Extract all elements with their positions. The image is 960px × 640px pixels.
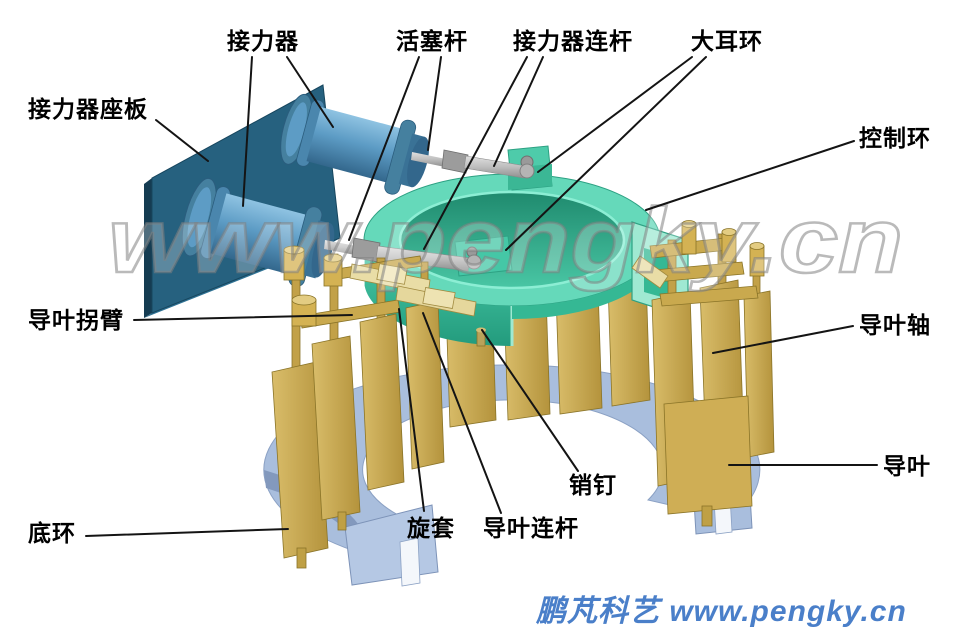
leader-bottom-ring bbox=[85, 528, 289, 537]
leader-seat-plate bbox=[155, 119, 209, 162]
leader-ear-a bbox=[537, 56, 693, 173]
label-guide-vane-link: 导叶连杆 bbox=[483, 515, 579, 541]
crank-arm-cluster-right bbox=[631, 220, 765, 307]
leader-crank-arm bbox=[133, 314, 353, 321]
pin-part bbox=[476, 327, 486, 347]
label-control-ring: 控制环 bbox=[859, 125, 931, 151]
leader-piston-a bbox=[348, 56, 420, 241]
label-piston-rod: 活塞杆 bbox=[396, 28, 468, 54]
label-servomotor-link: 接力器连杆 bbox=[513, 28, 633, 54]
label-pin: 销钉 bbox=[569, 472, 617, 498]
label-guide-vane-crank-arm: 导叶拐臂 bbox=[28, 307, 124, 333]
servomotor-upper bbox=[280, 93, 430, 195]
leader-servomotor-b bbox=[286, 56, 334, 128]
leader-ear-b bbox=[505, 56, 707, 251]
label-bottom-ring: 底环 bbox=[28, 520, 76, 546]
leader-piston-b bbox=[427, 56, 442, 151]
label-rotating-sleeve: 旋套 bbox=[407, 515, 455, 541]
piston-rod-lower bbox=[324, 237, 482, 272]
leader-servomotor-a bbox=[242, 56, 253, 207]
leader-vane-shaft bbox=[712, 325, 854, 354]
leader-servo-link-b bbox=[493, 56, 544, 167]
leader-vane-link bbox=[422, 312, 502, 514]
leader-sleeve bbox=[398, 308, 425, 512]
label-big-ear-ring: 大耳环 bbox=[691, 28, 763, 54]
watermark-text: www.pengky.cn bbox=[108, 190, 903, 292]
crank-arm-cluster-left bbox=[283, 245, 477, 329]
guide-vane-front bbox=[663, 395, 753, 527]
leader-servo-link-a bbox=[423, 56, 528, 250]
footer-branding: 鹏芃科艺 www.pengky.cn bbox=[536, 595, 907, 628]
label-guide-vane-shaft: 导叶轴 bbox=[859, 312, 931, 338]
label-servomotor-seat-plate: 接力器座板 bbox=[28, 96, 148, 122]
label-servomotor: 接力器 bbox=[227, 28, 299, 54]
piston-rod-upper bbox=[411, 149, 535, 179]
leader-control-ring bbox=[645, 140, 855, 211]
leader-lines bbox=[85, 56, 878, 537]
leader-pin bbox=[481, 329, 579, 472]
label-guide-vane: 导叶 bbox=[883, 453, 931, 479]
